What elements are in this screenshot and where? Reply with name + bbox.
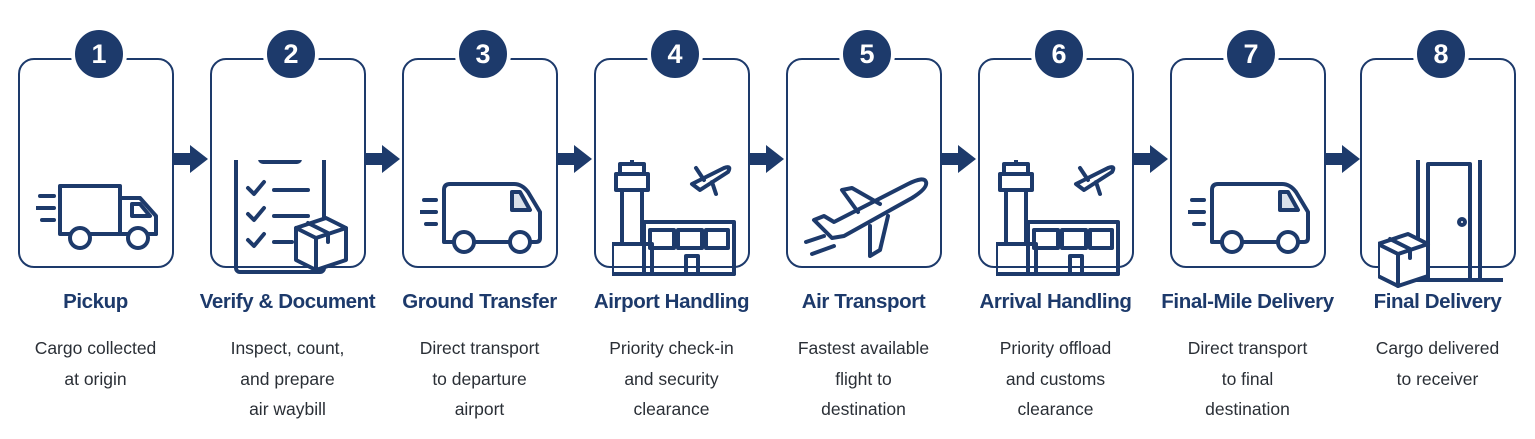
step-2: 2 Verify & Document Inspect, count,and p… — [200, 0, 376, 439]
door-package-icon — [1378, 160, 1503, 288]
delivery-truck-icon — [36, 184, 158, 250]
step-number-badge: 5 — [839, 26, 895, 82]
arrow-right-icon — [558, 145, 592, 173]
step-card — [402, 58, 558, 268]
arrow-right-icon — [366, 145, 400, 173]
arrow-right-icon — [1134, 145, 1168, 173]
step-number-badge: 7 — [1223, 26, 1279, 82]
step-title: Final-Mile Delivery — [1161, 290, 1334, 313]
arrow-right-icon — [750, 145, 784, 173]
van-icon — [1188, 182, 1310, 254]
step-card — [594, 58, 750, 276]
airport-tower-plane-icon — [996, 160, 1120, 276]
step-card — [978, 58, 1134, 276]
step-card — [1360, 58, 1516, 288]
step-card — [18, 58, 174, 268]
arrow-right-icon — [174, 145, 208, 173]
step-title: Pickup — [63, 290, 128, 313]
step-title: Airport Handling — [593, 290, 750, 313]
step-title: Final Delivery — [1373, 290, 1502, 313]
arrow-right-icon — [1326, 145, 1360, 173]
step-number-badge: 3 — [455, 26, 511, 82]
step-number-badge: 4 — [647, 26, 703, 82]
step-card — [786, 58, 942, 268]
step-title: Verify & Document — [199, 290, 376, 313]
step-card — [210, 58, 366, 274]
arrow-right-icon — [942, 145, 976, 173]
van-icon — [420, 182, 542, 254]
step-number-badge: 2 — [263, 26, 319, 82]
step-number-badge: 1 — [71, 26, 127, 82]
step-title: Air Transport — [801, 290, 926, 313]
airplane-icon — [804, 177, 929, 258]
step-card — [1170, 58, 1326, 268]
step-number-badge: 8 — [1413, 26, 1469, 82]
step-number-badge: 6 — [1031, 26, 1087, 82]
step-title: Ground Transfer — [402, 290, 557, 313]
airport-tower-plane-icon — [612, 160, 736, 276]
step-title: Arrival Handling — [979, 290, 1132, 313]
clipboard-checklist-box-icon — [234, 160, 348, 274]
